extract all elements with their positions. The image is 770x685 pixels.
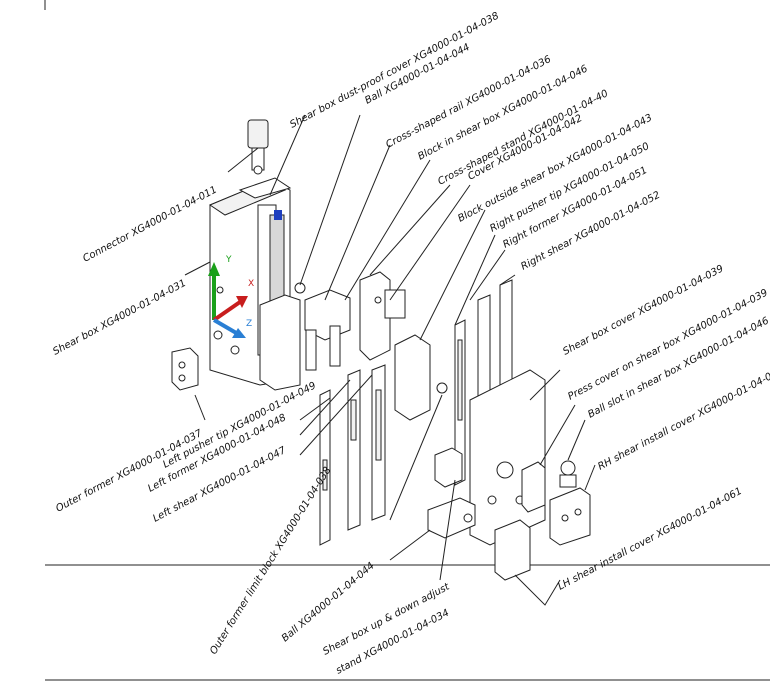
press-cover-part <box>521 461 546 513</box>
ucs-axis-icon: Y X Z <box>208 255 254 338</box>
label-connector: Connector XG4000-01-04-011 <box>81 184 219 264</box>
cross-stand-part <box>359 271 406 361</box>
label-box-cover: Shear box cover XG4000-01-04-039 <box>561 263 725 357</box>
connector-part <box>247 119 269 175</box>
label-limit-block: Outer former limit block XG4000-01-04-03… <box>208 465 333 656</box>
block-outside-part <box>394 334 448 421</box>
dust-cover-part <box>259 282 306 391</box>
label-press-cover: Press cover on shear box XG4000-01-04-03… <box>566 287 769 402</box>
limit-block-part <box>427 497 476 539</box>
label-left-pusher: Left pusher tip XG4000-01-04-049 <box>161 380 318 470</box>
label-rh-install: RH shear install cover XG4000-01-04-060 <box>596 365 770 472</box>
accent-block <box>274 210 282 220</box>
lh-install-cover-part <box>494 519 531 581</box>
label-shear-box: Shear box XG4000-01-04-031 <box>51 278 188 358</box>
left-strips-part <box>319 364 386 546</box>
outer-former-part <box>171 347 199 391</box>
axis-z-label: Z <box>246 319 252 329</box>
ball-slot-part <box>559 460 577 488</box>
axis-x-label: X <box>248 279 254 289</box>
updown-stand-part <box>434 447 463 488</box>
leader-lines <box>184 114 596 606</box>
axis-y-label: Y <box>225 255 232 265</box>
cross-rail-part <box>304 289 351 371</box>
rh-install-cover-part <box>549 487 591 546</box>
label-dust-cover: Shear box dust-proof cover XG4000-01-04-… <box>288 11 501 131</box>
